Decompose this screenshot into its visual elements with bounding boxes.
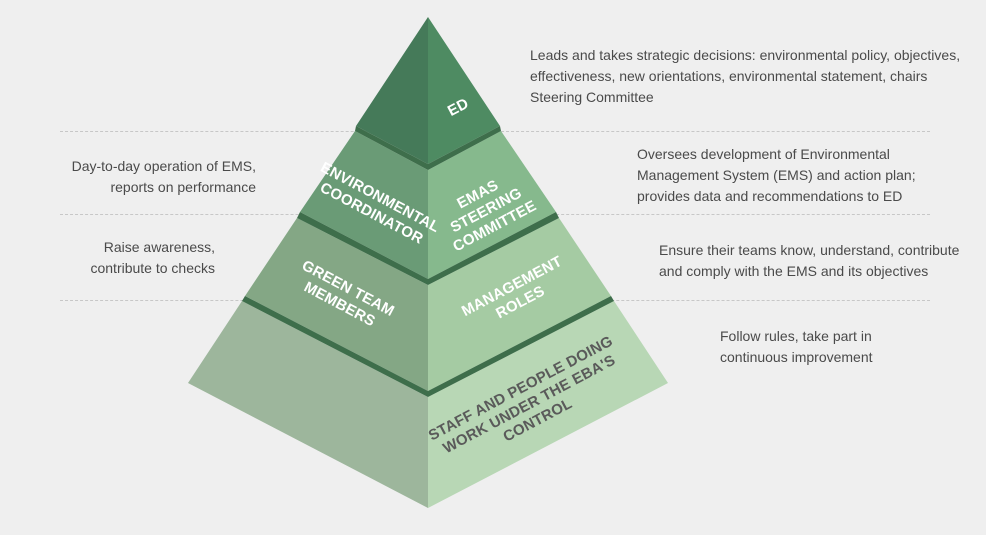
note-line: Ensure their teams know, understand, con…	[659, 242, 960, 258]
emas-steering-committee-label: EMASSTEERINGCOMMITTEE	[433, 165, 539, 255]
note-line: provides data and recommendations to ED	[637, 188, 903, 204]
note-line: Steering Committee	[530, 89, 654, 105]
tier-2-left-face	[300, 131, 428, 279]
note-line: and comply with the EMS and its objectiv…	[659, 263, 929, 279]
tier-3-left-face	[245, 218, 428, 391]
note-line: Raise awareness,	[103, 239, 215, 255]
note-line: effectiveness, new orientations, environ…	[530, 68, 928, 84]
note-line: Follow rules, take part in	[720, 328, 872, 344]
note-line: Management System (EMS) and action plan;	[637, 167, 916, 183]
note-line: contribute to checks	[90, 260, 215, 276]
coordinator-description: Day-to-day operation of EMS, reports on p…	[72, 156, 256, 198]
tier-1-right-face	[428, 17, 500, 164]
staff-description: Follow rules, take part in continuous imp…	[720, 326, 873, 368]
tier-base-left-face	[188, 301, 428, 508]
note-line: Oversees development of Environmental	[637, 146, 890, 162]
note-line: Day-to-day operation of EMS,	[71, 158, 256, 174]
tier-2-right-face	[428, 131, 556, 279]
note-line: continuous improvement	[720, 349, 873, 365]
management-roles-description: Ensure their teams know, understand, con…	[659, 240, 959, 282]
note-line: reports on performance	[110, 179, 256, 195]
tier-base-right-face	[428, 301, 668, 508]
tier-1-left-face	[356, 17, 428, 164]
note-line: Leads and takes strategic decisions: env…	[530, 47, 961, 63]
tier-3-right-face	[428, 218, 611, 391]
ed-description: Leads and takes strategic decisions: env…	[530, 45, 960, 108]
green-team-description: Raise awareness, contribute to checks	[90, 237, 215, 279]
